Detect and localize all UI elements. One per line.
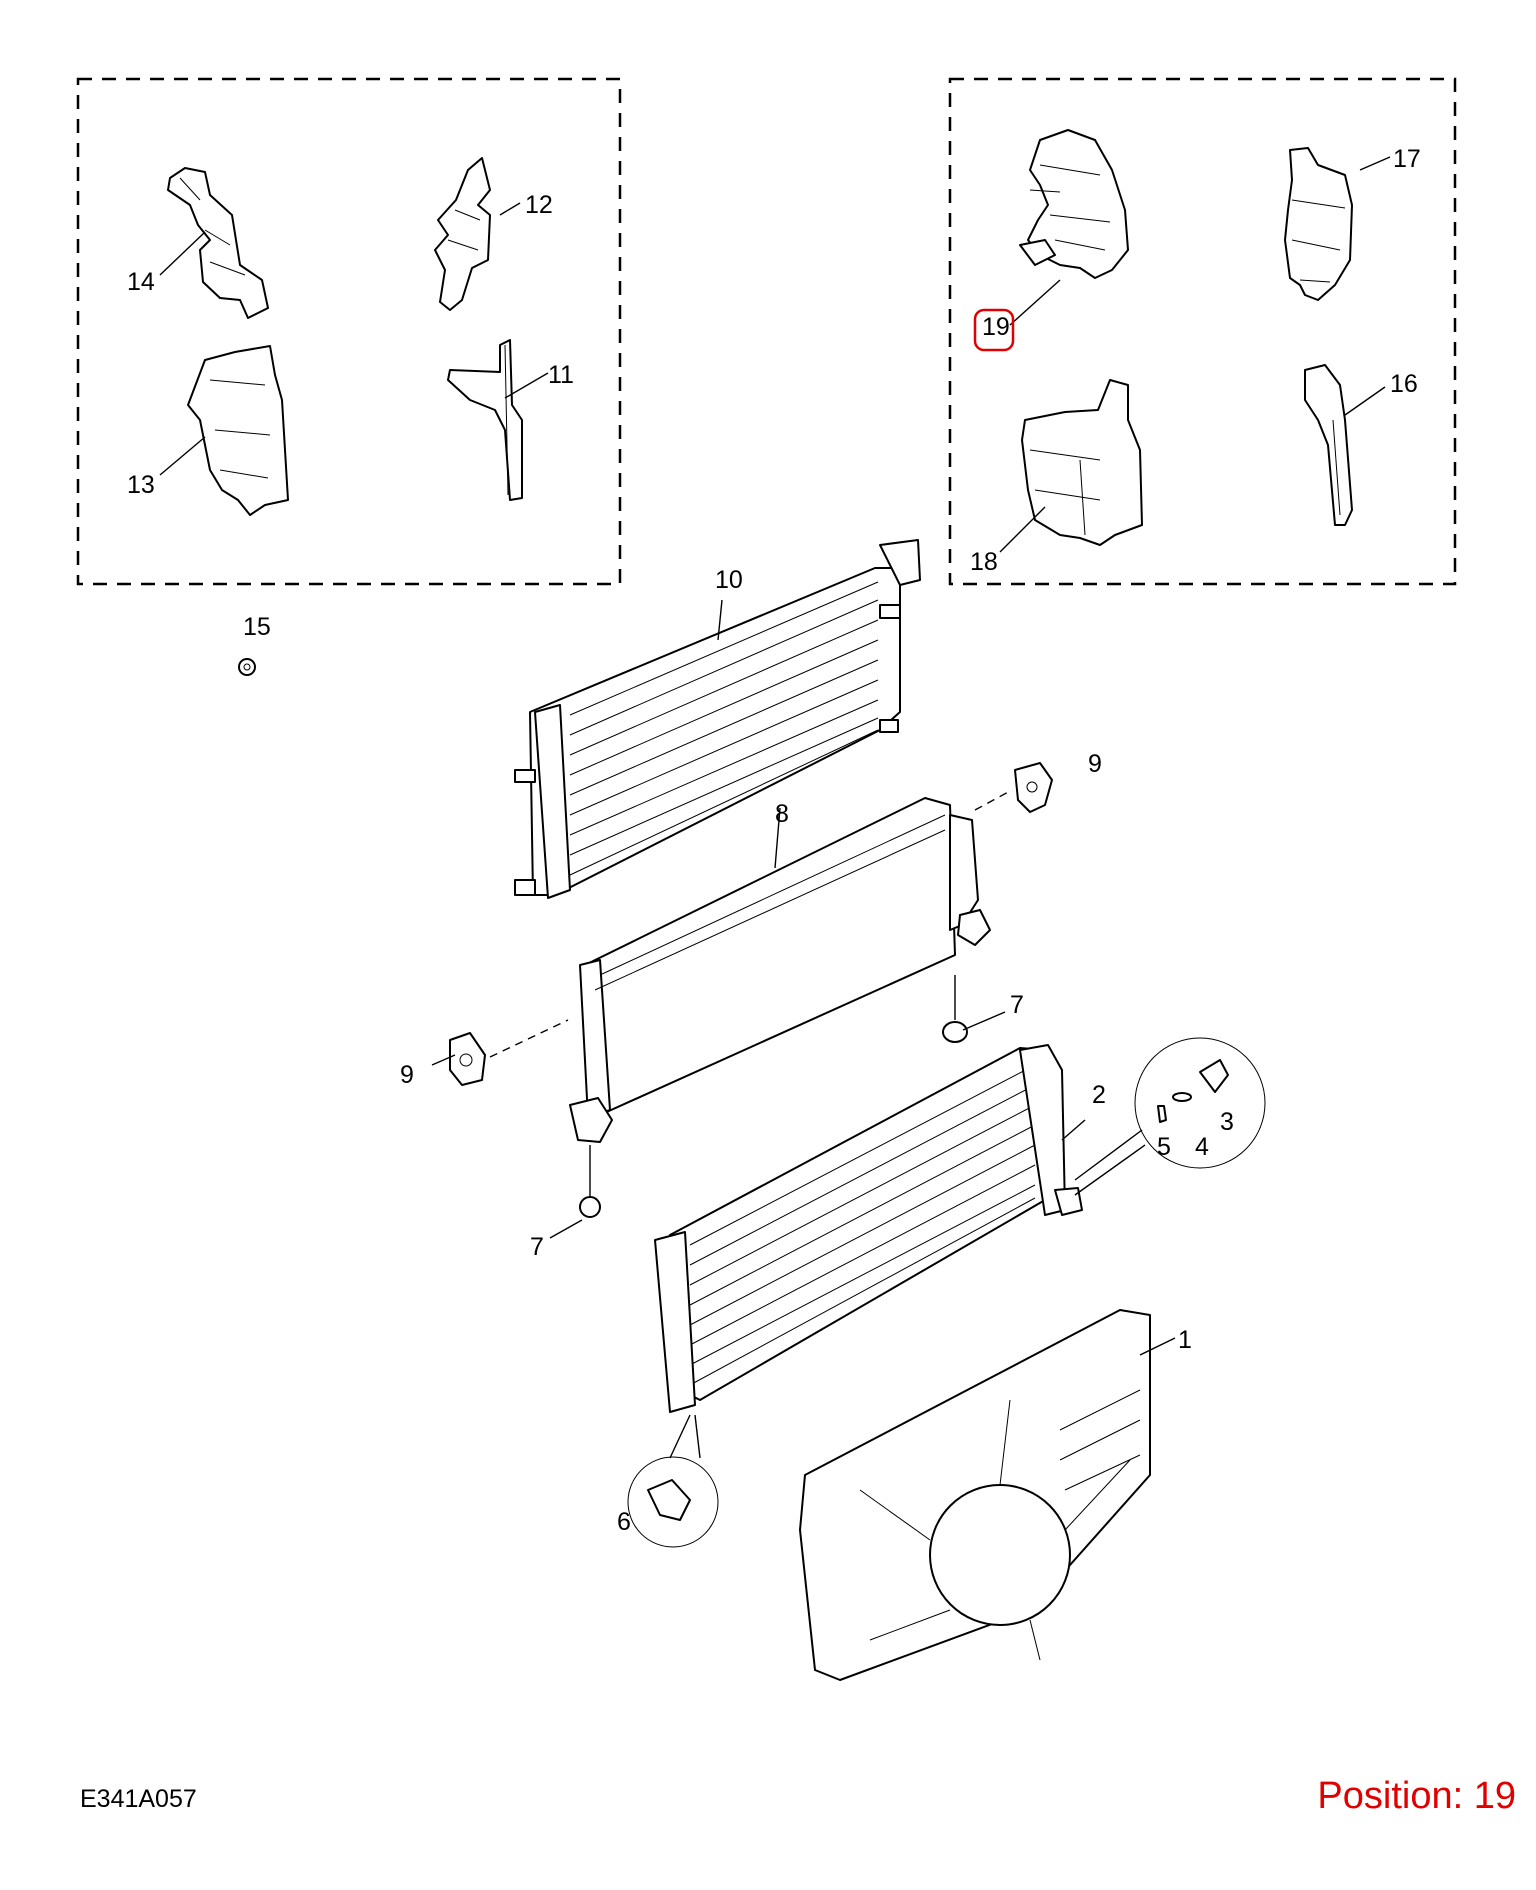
part-4-o-ring[interactable]	[1172, 1092, 1192, 1102]
part-7-insulator-upper[interactable]	[942, 1021, 968, 1043]
position-label: Position: 19	[1317, 1775, 1516, 1817]
right-dashed-group-box	[948, 77, 1457, 586]
callout-13: 13	[127, 471, 155, 499]
callout-2: 2	[1092, 1081, 1106, 1109]
callout-5: 5	[1157, 1133, 1171, 1161]
part-11-seal[interactable]	[447, 339, 523, 501]
diagram-code: E341A057	[80, 1785, 197, 1813]
callout-9-lower: 9	[400, 1061, 414, 1089]
part-10-condenser[interactable]	[514, 539, 921, 899]
callout-19: 19	[982, 313, 1010, 341]
callout-7-lower: 7	[530, 1233, 544, 1261]
callout-7-upper: 7	[1010, 991, 1024, 1019]
part-17-air-guide[interactable]	[1284, 147, 1353, 301]
callout-16: 16	[1390, 370, 1418, 398]
part-15-clip[interactable]	[238, 658, 256, 676]
callout-8: 8	[775, 800, 789, 828]
part-3-sensor[interactable]	[1199, 1059, 1229, 1093]
callout-15: 15	[243, 613, 271, 641]
part-14-deflector[interactable]	[167, 167, 269, 319]
callout-3: 3	[1220, 1108, 1234, 1136]
part-19-air-guide[interactable]	[1019, 129, 1129, 279]
part-2-radiator[interactable]	[654, 1044, 1083, 1413]
left-dashed-group-box	[76, 77, 622, 586]
callout-17: 17	[1393, 145, 1421, 173]
callout-4: 4	[1195, 1133, 1209, 1161]
part-1-fan-shroud[interactable]	[799, 1309, 1151, 1681]
callout-6: 6	[617, 1508, 631, 1536]
detail-circle-3-4-5	[1134, 1037, 1266, 1169]
part-9-mount-lower[interactable]	[449, 1032, 486, 1086]
callout-12: 12	[525, 191, 553, 219]
part-8-intercooler[interactable]	[569, 797, 991, 1143]
callout-14: 14	[127, 268, 155, 296]
part-18-air-guide[interactable]	[1021, 379, 1143, 546]
part-13-deflector[interactable]	[187, 345, 289, 516]
part-16-seal[interactable]	[1304, 364, 1353, 526]
callout-1: 1	[1178, 1326, 1192, 1354]
part-12-bracket[interactable]	[434, 157, 491, 311]
callout-11: 11	[548, 361, 574, 389]
callout-19-highlight	[973, 308, 1015, 352]
part-9-mount-upper[interactable]	[1014, 762, 1053, 813]
part-7-insulator-lower[interactable]	[579, 1196, 601, 1218]
callout-9-upper: 9	[1088, 750, 1102, 778]
callout-10: 10	[715, 566, 743, 594]
callout-18: 18	[970, 548, 998, 576]
part-5-clip[interactable]	[1157, 1105, 1167, 1123]
part-6-drain-plug[interactable]	[647, 1479, 691, 1521]
detail-circle-6	[627, 1456, 719, 1548]
